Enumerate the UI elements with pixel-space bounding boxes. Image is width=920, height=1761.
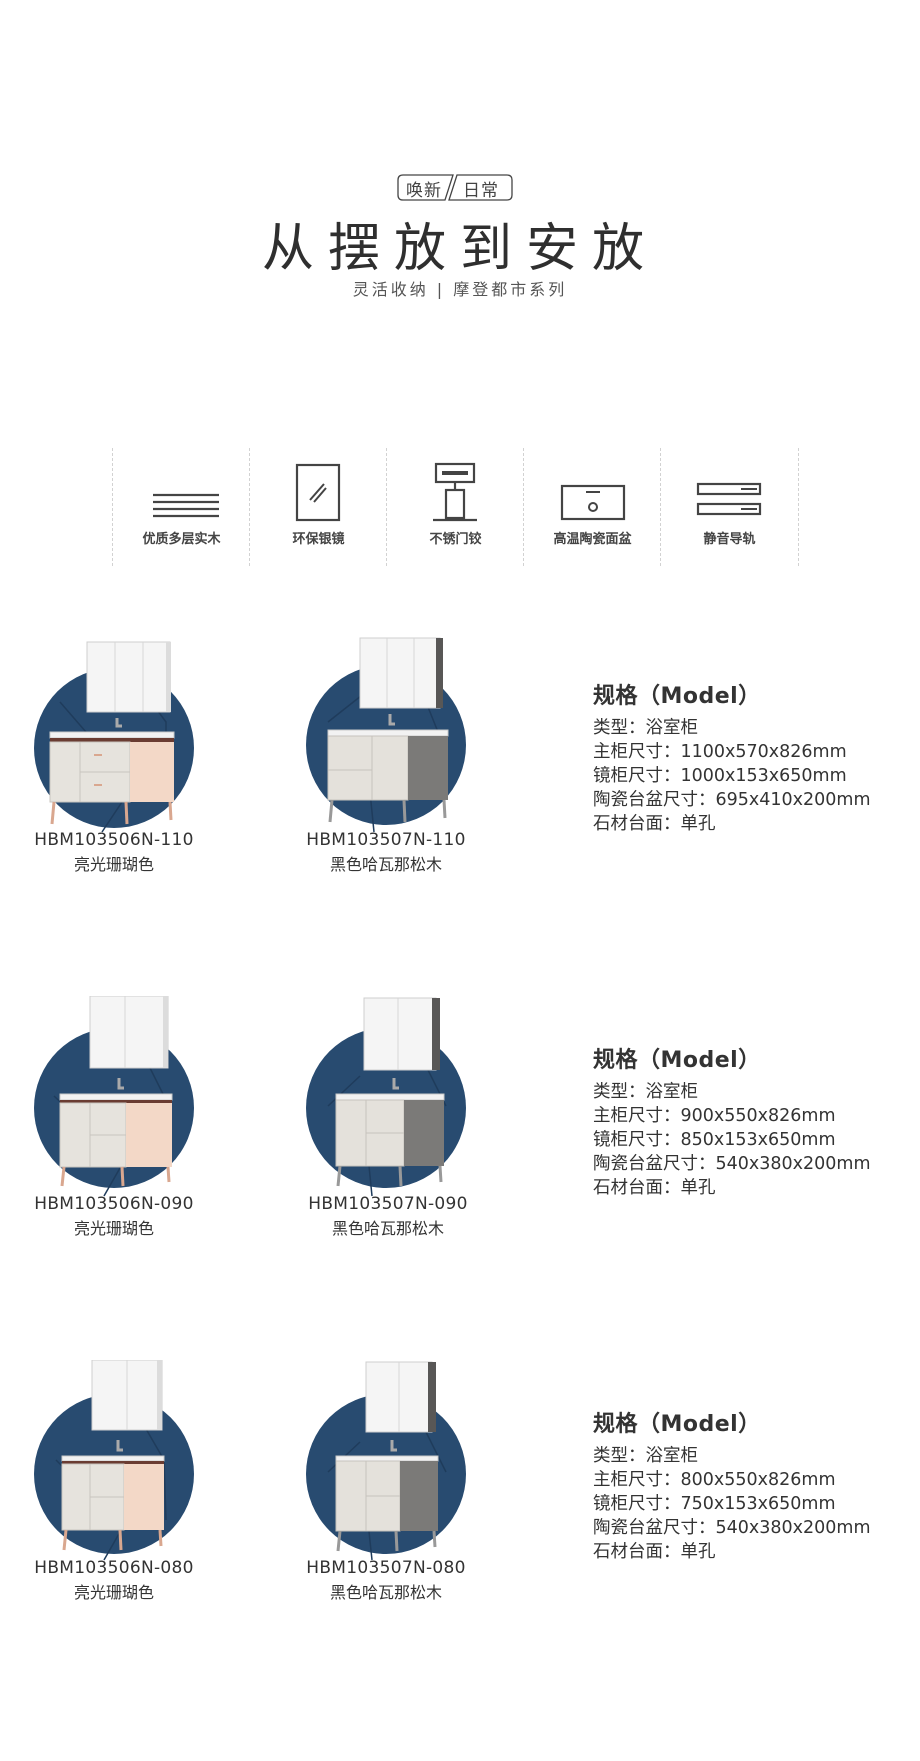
product-card: HBM103507N-080 黑色哈瓦那松木 — [266, 1360, 506, 1620]
badge-left-text: 唤新 — [406, 181, 442, 201]
badge-frame — [397, 174, 513, 201]
product-row: HBM103506N-080 亮光珊瑚色 HBM103507N-080 黑色哈瓦… — [0, 1360, 920, 1620]
product-code: HBM103507N-110 — [306, 830, 466, 850]
product-card: HBM103507N-110 黑色哈瓦那松木 — [266, 632, 506, 892]
vanity-image-pine — [306, 1361, 466, 1561]
spec-line: 陶瓷台盆尺寸：540x380x200mm — [593, 1154, 871, 1174]
spec-line: 陶瓷台盆尺寸：540x380x200mm — [593, 1518, 871, 1538]
product-color: 黑色哈瓦那松木 — [329, 855, 442, 874]
spec-block: 规格（Model） 类型：浴室柜 主柜尺寸：900x550x826mm 镜柜尺寸… — [593, 1042, 871, 1200]
spec-line: 镜柜尺寸：750x153x650mm — [593, 1494, 836, 1514]
product-card: HBM103506N-110 亮光珊瑚色 — [0, 632, 234, 892]
vanity-image-pine — [306, 637, 466, 833]
spec-line: 石材台面：单孔 — [593, 814, 716, 834]
spec-title: 规格（Model） — [593, 1412, 761, 1437]
product-code: HBM103506N-080 — [34, 1558, 194, 1578]
spec-block: 规格（Model） 类型：浴室柜 主柜尺寸：1100x570x826mm 镜柜尺… — [593, 678, 871, 836]
spec-line: 主柜尺寸：1100x570x826mm — [593, 742, 847, 762]
spec-line: 类型：浴室柜 — [593, 1446, 698, 1466]
feature-label: 静音导轨 — [703, 532, 756, 547]
feature-label: 不锈门铰 — [429, 532, 482, 547]
vanity-image-pine — [306, 997, 466, 1197]
product-code: HBM103506N-110 — [34, 830, 194, 850]
product-row: HBM103506N-090 亮光珊瑚色 HBM103507N-090 黑色哈瓦… — [0, 996, 920, 1256]
spec-line: 主柜尺寸：900x550x826mm — [593, 1106, 836, 1126]
product-code: HBM103507N-090 — [308, 1194, 468, 1214]
spec-line: 类型：浴室柜 — [593, 718, 698, 738]
product-card: HBM103506N-090 亮光珊瑚色 — [0, 996, 234, 1256]
feature-label: 优质多层实木 — [142, 532, 221, 547]
vanity-image-coral — [34, 1360, 194, 1561]
feature-item: 优质多层实木 — [112, 448, 250, 566]
product-card: HBM103507N-090 黑色哈瓦那松木 — [268, 996, 508, 1256]
spec-line: 陶瓷台盆尺寸：695x410x200mm — [593, 790, 871, 810]
product-color: 黑色哈瓦那松木 — [331, 1219, 444, 1238]
vanity-image-coral — [34, 996, 194, 1197]
spec-line: 石材台面：单孔 — [593, 1542, 716, 1562]
feature-item: 环保银镜 — [249, 448, 387, 566]
rail-icon — [696, 482, 762, 516]
spec-line: 类型：浴室柜 — [593, 1082, 698, 1102]
product-card: HBM103506N-080 亮光珊瑚色 — [0, 1360, 234, 1620]
spec-title: 规格（Model） — [593, 684, 761, 709]
basin-icon — [560, 484, 626, 521]
page-title: 从摆放到安放 — [261, 219, 658, 279]
page-subtitle: 灵活收纳 | 摩登都市系列 — [352, 280, 568, 299]
badge-right-text: 日常 — [463, 181, 499, 201]
product-color: 黑色哈瓦那松木 — [329, 1583, 442, 1602]
hinge-icon — [433, 462, 477, 522]
vanity-image-coral — [34, 641, 194, 833]
feature-label: 环保银镜 — [292, 532, 345, 547]
spec-line: 主柜尺寸：800x550x826mm — [593, 1470, 836, 1490]
spec-title: 规格（Model） — [593, 1048, 761, 1073]
product-code: HBM103507N-080 — [306, 1558, 466, 1578]
feature-item: 不锈门铰 — [386, 448, 524, 566]
feature-item: 高温陶瓷面盆 — [523, 448, 661, 566]
product-row: HBM103506N-110 亮光珊瑚色 HBM103507N-110 黑色哈瓦… — [0, 632, 920, 892]
spec-block: 规格（Model） 类型：浴室柜 主柜尺寸：800x550x826mm 镜柜尺寸… — [593, 1406, 871, 1564]
spec-line: 石材台面：单孔 — [593, 1178, 716, 1198]
hero-badge: 唤新 日常 — [397, 174, 513, 201]
product-code: HBM103506N-090 — [34, 1194, 194, 1214]
mirror-icon — [295, 463, 341, 522]
feature-label: 高温陶瓷面盆 — [553, 532, 632, 547]
spec-line: 镜柜尺寸：850x153x650mm — [593, 1130, 836, 1150]
feature-strip: 优质多层实木 环保银镜 不锈门铰 高温陶瓷面盆 — [112, 448, 799, 566]
wood-layers-icon — [153, 493, 219, 518]
product-color: 亮光珊瑚色 — [73, 1219, 154, 1238]
spec-line: 镜柜尺寸：1000x153x650mm — [593, 766, 847, 786]
feature-item: 静音导轨 — [660, 448, 799, 566]
product-color: 亮光珊瑚色 — [73, 1583, 154, 1602]
product-color: 亮光珊瑚色 — [73, 855, 154, 874]
